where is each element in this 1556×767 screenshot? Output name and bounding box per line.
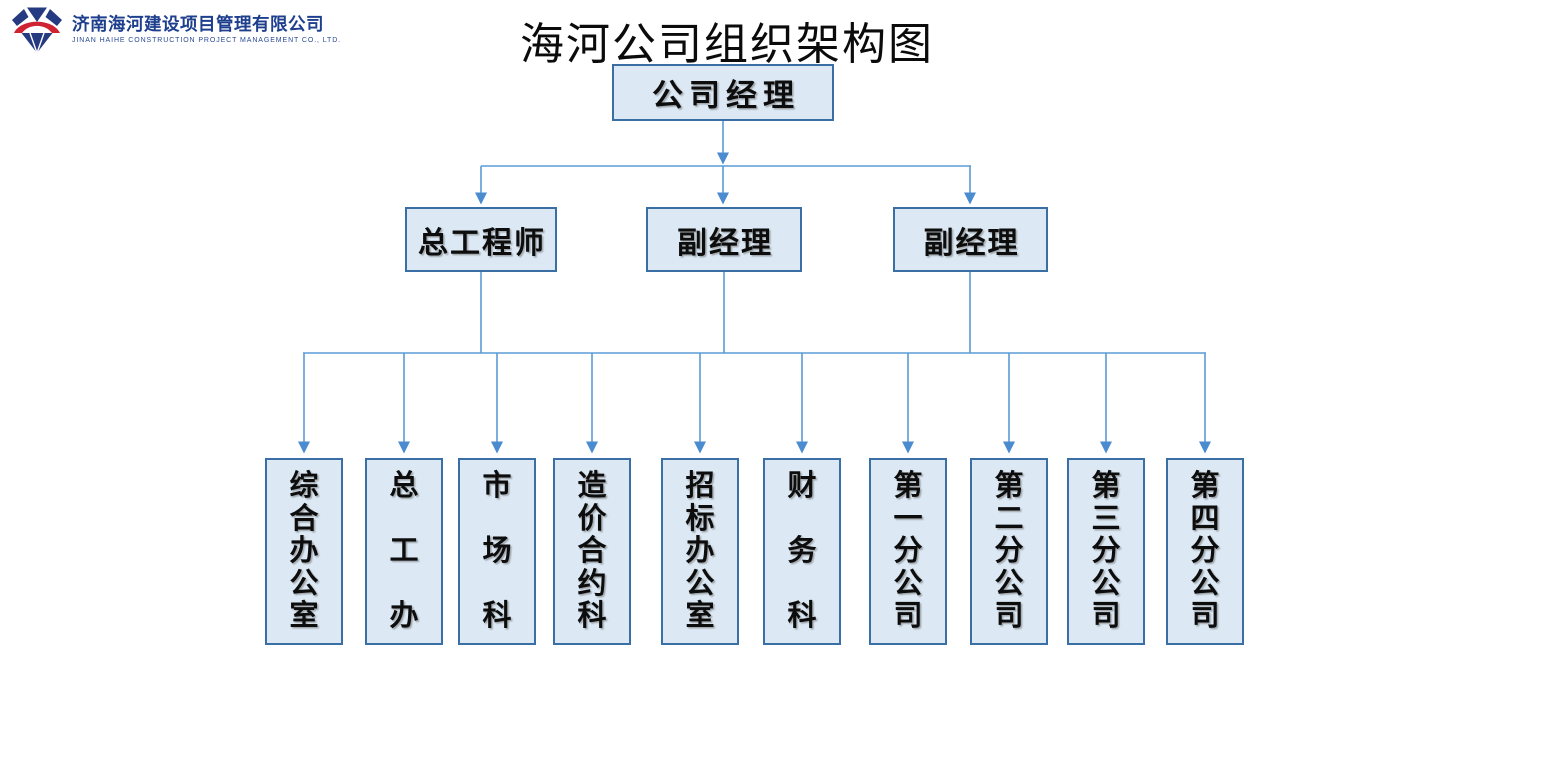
org-node-branch-2: 第二分公司 <box>970 458 1048 645</box>
org-node-deputy-manager-2: 副经理 <box>893 207 1048 272</box>
org-node-company-manager: 公司经理 <box>612 64 834 121</box>
diamond-bridge-logo-icon <box>12 7 62 54</box>
company-logo-text: 济南海河建设项目管理有限公司 JINAN HAIHE CONSTRUCTION … <box>72 14 341 45</box>
org-node-chief-engineer: 总工程师 <box>405 207 557 272</box>
company-logo: 济南海河建设项目管理有限公司 JINAN HAIHE CONSTRUCTION … <box>10 4 341 54</box>
org-node-tendering-office: 招标办公室 <box>661 458 739 645</box>
org-node-deputy-manager-1: 副经理 <box>646 207 802 272</box>
org-node-general-office: 综合办公室 <box>265 458 343 645</box>
company-name-cn: 济南海河建设项目管理有限公司 <box>72 13 324 34</box>
org-node-market-dept: 市场科 <box>458 458 536 645</box>
company-name-en: JINAN HAIHE CONSTRUCTION PROJECT MANAGEM… <box>72 37 341 45</box>
org-node-cost-contract-dept: 造价合约科 <box>553 458 631 645</box>
org-node-branch-3: 第三分公司 <box>1067 458 1145 645</box>
org-node-branch-1: 第一分公司 <box>869 458 947 645</box>
page-title: 海河公司组织架构图 <box>520 20 934 69</box>
org-node-finance-dept: 财务科 <box>763 458 841 645</box>
org-node-branch-4: 第四分公司 <box>1166 458 1244 645</box>
org-node-chief-engineer-office: 总工办 <box>365 458 443 645</box>
